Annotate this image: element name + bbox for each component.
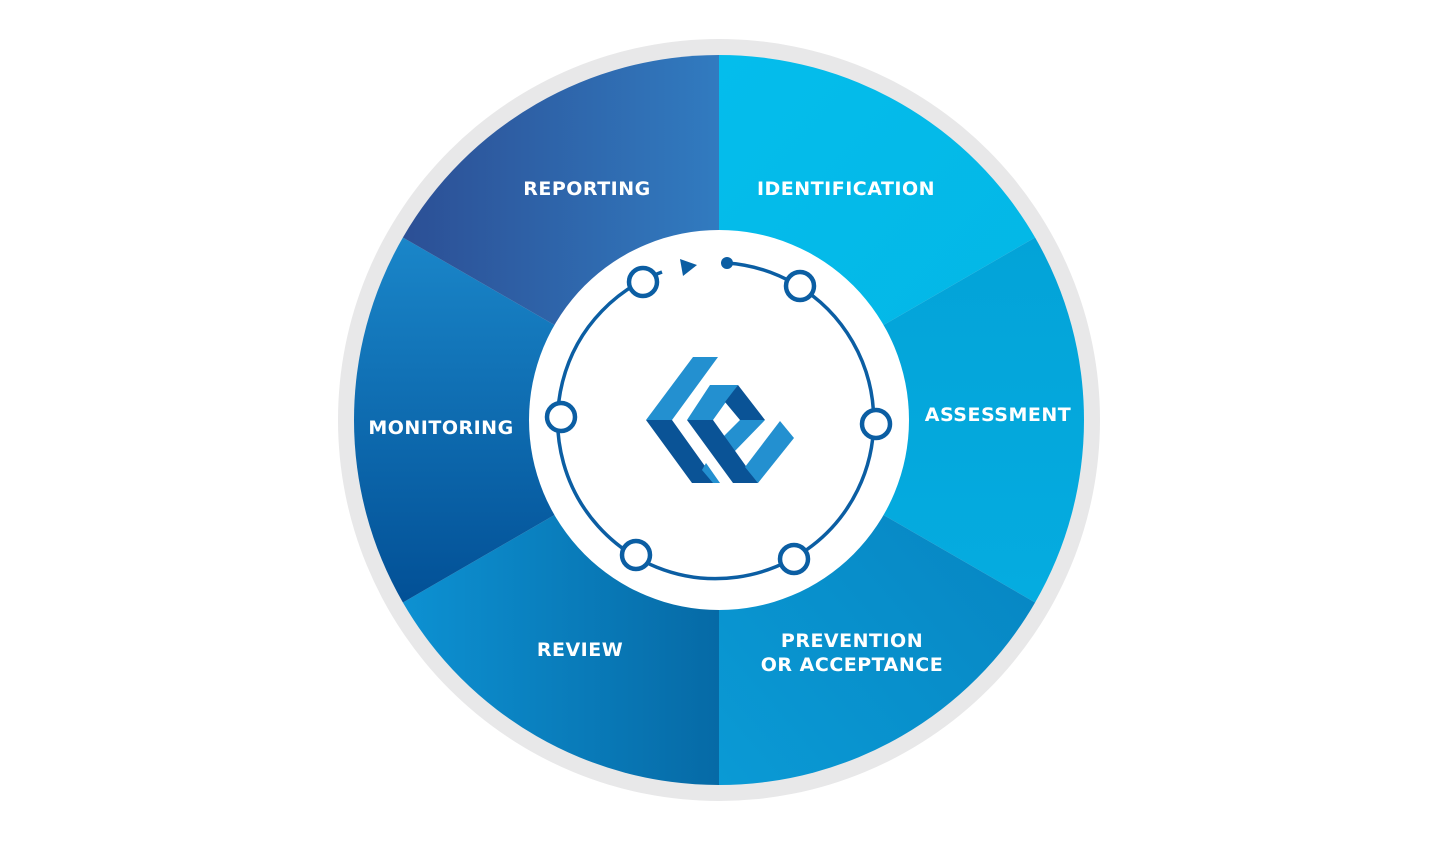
cycle-arrow-icon: [680, 259, 697, 276]
label-prevention-line1: PREVENTION: [781, 630, 923, 652]
cycle-node: [544, 400, 578, 434]
label-assessment: ASSESSMENT: [925, 404, 1071, 426]
cycle-start-dot: [721, 257, 733, 269]
label-reporting: REPORTING: [523, 178, 651, 200]
label-monitoring: MONITORING: [368, 417, 513, 439]
cycle-node: [626, 265, 660, 299]
cycle-node: [777, 542, 811, 576]
label-review: REVIEW: [537, 639, 623, 661]
cycle-nodes: [544, 265, 893, 576]
label-prevention-line2: OR ACCEPTANCE: [761, 654, 943, 676]
cycle-node: [783, 269, 817, 303]
company-logo: [646, 357, 794, 483]
cycle-node: [619, 538, 653, 572]
label-identification: IDENTIFICATION: [757, 178, 935, 200]
cycle-node: [859, 407, 893, 441]
cycle-ring: [556, 261, 876, 581]
center-disc: [529, 230, 909, 610]
